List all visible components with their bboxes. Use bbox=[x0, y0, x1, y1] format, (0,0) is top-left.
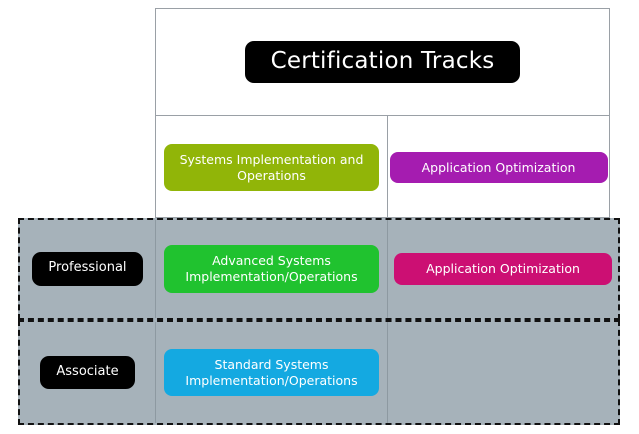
cell-professional-application: Application Optimization bbox=[388, 220, 618, 318]
cell-level-associate: Associate bbox=[20, 322, 155, 423]
level-pill-professional[interactable]: Professional bbox=[32, 252, 143, 286]
diagram-title-pill: Certification Tracks bbox=[244, 40, 521, 84]
cell-associate-application-empty bbox=[388, 322, 618, 423]
badge-standard-systems-implementation-operations[interactable]: Standard Systems Implementation/Operatio… bbox=[164, 348, 379, 397]
cell-level-professional: Professional bbox=[20, 220, 155, 318]
tracks-table: Certification Tracks Systems Implementat… bbox=[155, 8, 610, 219]
badge-application-optimization-header[interactable]: Application Optimization bbox=[389, 151, 608, 184]
cell-header-systems: Systems Implementation and Operations bbox=[156, 116, 388, 219]
cell-header-application: Application Optimization bbox=[388, 116, 609, 219]
badge-advanced-systems-implementation-operations[interactable]: Advanced Systems Implementation/Operatio… bbox=[164, 245, 379, 293]
table-header-row: Certification Tracks bbox=[156, 9, 609, 116]
level-row-professional: Professional Advanced Systems Implementa… bbox=[18, 218, 620, 320]
empty-placeholder bbox=[388, 322, 618, 423]
level-row-associate: Associate Standard Systems Implementatio… bbox=[18, 320, 620, 425]
badge-systems-implementation-and-operations[interactable]: Systems Implementation and Operations bbox=[164, 143, 379, 192]
badge-application-optimization-professional[interactable]: Application Optimization bbox=[394, 253, 612, 285]
cell-professional-systems: Advanced Systems Implementation/Operatio… bbox=[155, 220, 388, 318]
track-header-badges-row: Systems Implementation and Operations Ap… bbox=[156, 116, 609, 219]
level-pill-associate[interactable]: Associate bbox=[40, 355, 135, 390]
cell-associate-systems: Standard Systems Implementation/Operatio… bbox=[155, 322, 388, 423]
